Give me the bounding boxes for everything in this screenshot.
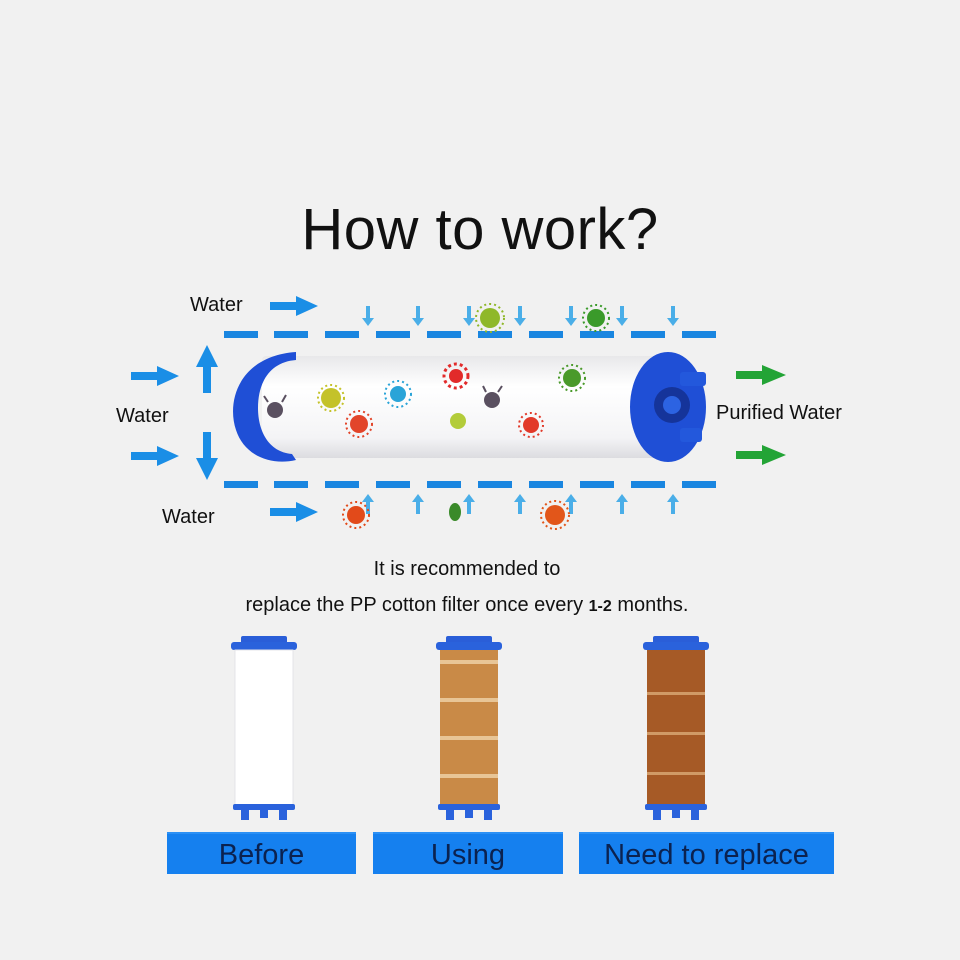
germ-icon: [475, 303, 505, 333]
recommendation-line-1: It is recommended to: [373, 558, 561, 580]
cap-tab: [680, 372, 706, 386]
germ-icon: [263, 394, 287, 418]
filter-tube: [262, 356, 662, 458]
germ-icon: [518, 412, 544, 438]
filter-need-to-replace: [643, 636, 709, 820]
down-arrow-icon: [196, 432, 218, 480]
filter-using: [436, 636, 502, 820]
germ-icon: [582, 304, 610, 332]
germ-icon: [342, 501, 370, 529]
water-inlet-label-bottom: Water: [162, 506, 215, 528]
inlet-cap-ring: [233, 352, 296, 462]
germ-icon: [317, 384, 345, 412]
germ-icon: [450, 413, 466, 429]
recommendation-prefix: replace the PP cotton filter once every: [245, 594, 584, 616]
germ-icon: [482, 385, 503, 408]
filter-before: [231, 636, 297, 820]
germ-icon: [540, 500, 570, 530]
water-inlet-label-top: Water: [190, 294, 243, 316]
bottom-dashed-line: [224, 481, 716, 488]
cap-hole-center: [663, 396, 681, 414]
outlet-arrow-upper: [736, 365, 786, 385]
germ-icon: [442, 362, 470, 390]
germ-icon: [345, 410, 373, 438]
bottom-inflow-arrows: [362, 494, 679, 514]
purified-water-label: Purified Water: [716, 402, 842, 424]
top-inflow-arrows: [362, 306, 679, 326]
inlet-arrow-bottom: [270, 502, 318, 522]
water-inlet-label-left: Water: [116, 405, 169, 427]
filter-flow-diagram: [131, 296, 786, 530]
replacement-interval: 1-2: [588, 598, 612, 615]
stage-label-before: Before: [167, 832, 356, 874]
stage-label-need-to-replace: Need to replace: [579, 832, 834, 874]
germ-icon: [384, 380, 412, 408]
page-title: How to work?: [301, 197, 659, 262]
inlet-arrow-top: [270, 296, 318, 316]
up-arrow-icon: [196, 345, 218, 393]
germ-icon: [558, 364, 586, 392]
germ-icon: [449, 503, 461, 521]
filter-cartridge: [233, 352, 706, 462]
inlet-arrow-left-upper: [131, 366, 179, 386]
stage-label-using: Using: [373, 832, 563, 874]
cap-tab: [680, 428, 702, 442]
outlet-arrow-lower: [736, 445, 786, 465]
inlet-arrow-left-lower: [131, 446, 179, 466]
top-dashed-line: [224, 331, 716, 338]
recommendation-suffix: months.: [617, 594, 689, 616]
recommendation-line-2: replace the PP cotton filter once every …: [0, 594, 934, 617]
